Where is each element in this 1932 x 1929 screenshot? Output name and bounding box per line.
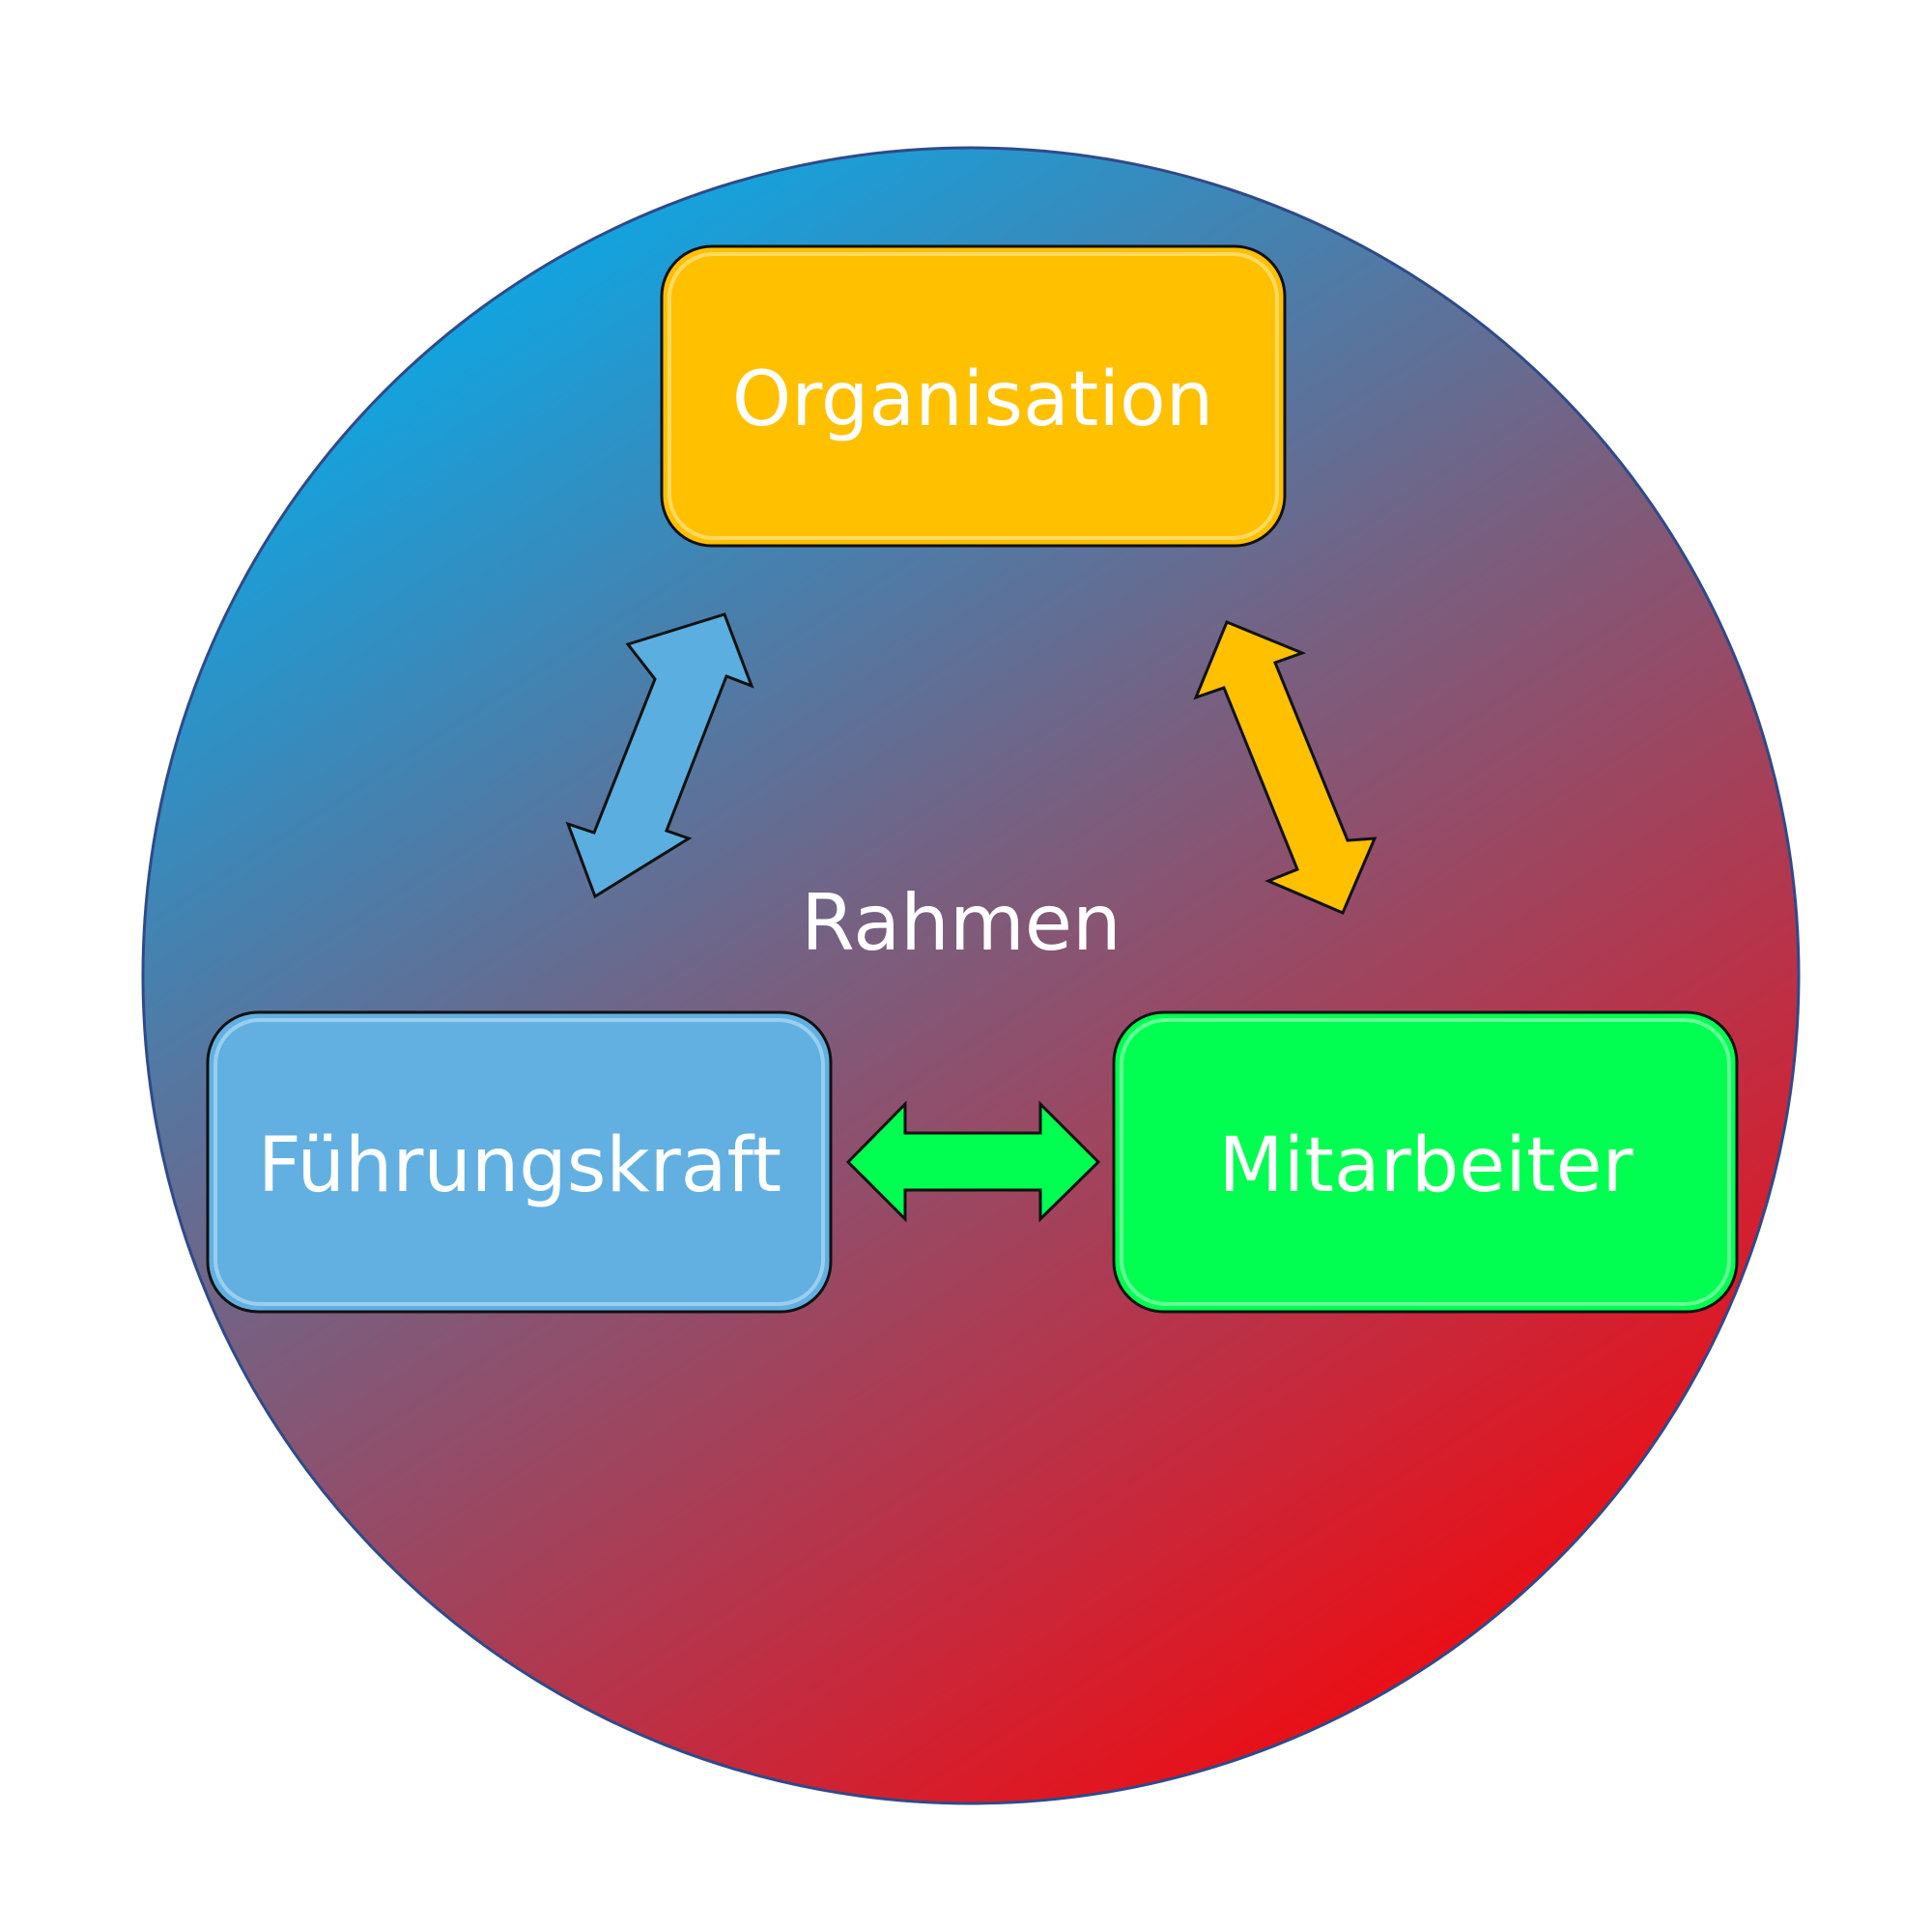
arrow-organisation-fuehrungskraft — [565, 612, 754, 899]
frame-label: Rahmen — [801, 878, 1121, 968]
organisation-node: Organisation — [660, 244, 1287, 548]
fuehrungskraft-node: Führungskraft — [206, 1010, 833, 1314]
fuehrungskraft-label: Führungskraft — [258, 1122, 781, 1209]
frame-circle — [141, 146, 1801, 1805]
mitarbeiter-label: Mitarbeiter — [1218, 1122, 1634, 1209]
organisation-box — [660, 244, 1287, 548]
arrow-organisation-mitarbeiter — [1193, 620, 1378, 915]
organisation-label: Organisation — [732, 356, 1213, 443]
arrow-fuehrungskraft-mitarbeiter — [845, 1100, 1101, 1223]
mitarbeiter-node: Mitarbeiter — [1112, 1010, 1739, 1314]
mitarbeiter-box — [1112, 1010, 1739, 1314]
fuehrungskraft-box — [206, 1010, 833, 1314]
